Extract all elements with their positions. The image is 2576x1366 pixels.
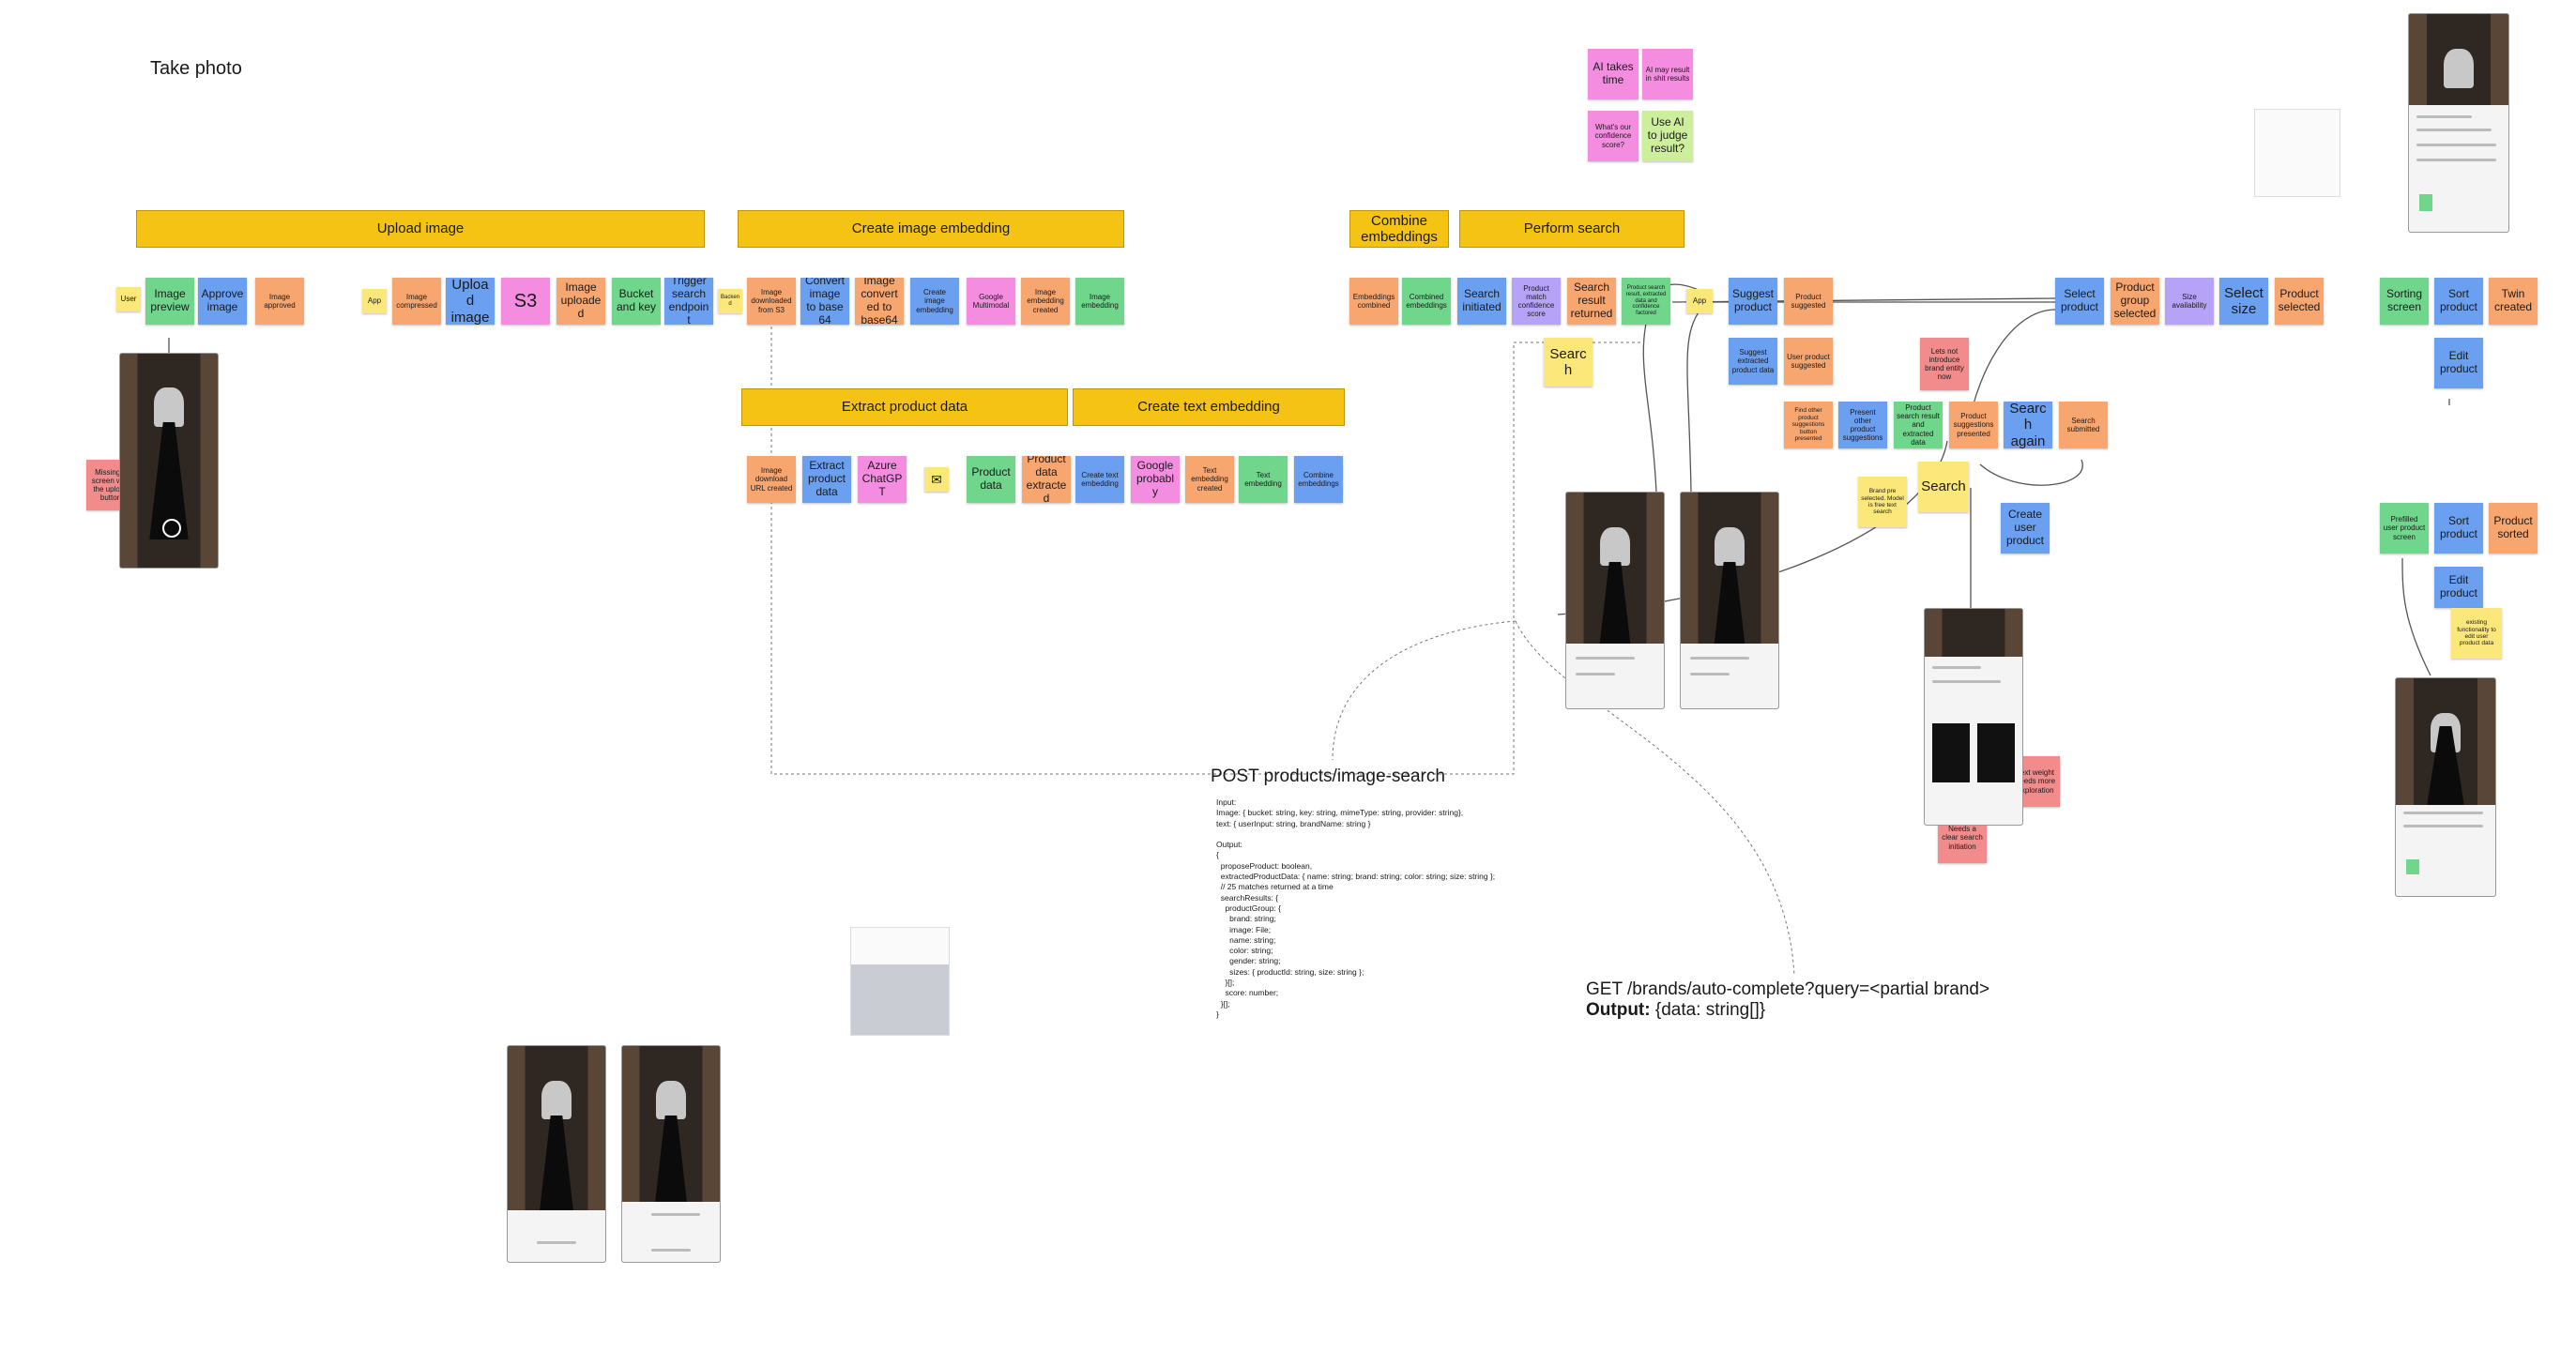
note-suggestions-presented[interactable]: Product suggestions presented bbox=[1949, 402, 1998, 448]
note-confidence-score[interactable]: What's our confidence score? bbox=[1588, 111, 1639, 161]
note-search[interactable]: Search bbox=[1544, 338, 1593, 387]
note-combine-embeddings[interactable]: Combine embeddings bbox=[1294, 456, 1343, 503]
note-upload-image[interactable]: Upload image bbox=[446, 278, 495, 325]
output-label: Output: bbox=[1586, 1000, 1651, 1020]
note-product-group-selected[interactable]: Product group selected bbox=[2111, 278, 2159, 325]
note-image-embedding[interactable]: Image embedding bbox=[1075, 278, 1124, 325]
note-prefilled-screen[interactable]: Prefilled user product screen bbox=[2380, 503, 2429, 554]
note-image-uploaded[interactable]: Image uploaded bbox=[556, 278, 605, 325]
note-create-image-embedding[interactable]: Create image embedding bbox=[910, 278, 959, 325]
phone-product-suggestions[interactable] bbox=[1924, 608, 2023, 826]
note-image-preview[interactable]: Image preview bbox=[145, 278, 194, 325]
note-google-probably[interactable]: Google probably bbox=[1131, 456, 1180, 503]
note-embedding-created[interactable]: Image embedding created bbox=[1021, 278, 1070, 325]
note-ai-shit-results[interactable]: AI may result in shit results bbox=[1642, 49, 1693, 99]
note-ai-takes-time[interactable]: AI takes time bbox=[1588, 49, 1639, 99]
note-edit-product-2[interactable]: Edit product bbox=[2434, 567, 2483, 608]
note-sorting-screen[interactable]: Sorting screen bbox=[2380, 278, 2429, 325]
note-text-embedding-created[interactable]: Text embedding created bbox=[1185, 456, 1234, 503]
note-create-user-product[interactable]: Create user product bbox=[2001, 503, 2050, 554]
dashed-to-autocomplete bbox=[1515, 620, 1795, 977]
banner-extract-product-data[interactable]: Extract product data bbox=[741, 388, 1068, 426]
banner-combine-embeddings[interactable]: Combine embeddings bbox=[1349, 210, 1449, 248]
note-trigger-search[interactable]: Trigger search endpoint bbox=[664, 278, 713, 325]
note-s3[interactable]: S3 bbox=[501, 278, 550, 325]
note-approve-image[interactable]: Approve image bbox=[198, 278, 247, 325]
note-find-other[interactable]: Find other product suggestions button pr… bbox=[1784, 402, 1833, 448]
note-twin-created[interactable]: Twin created bbox=[2489, 278, 2538, 325]
dashed-to-image-search bbox=[1332, 620, 1517, 761]
dashed-image-search-flow bbox=[770, 298, 1644, 775]
note-google-multimodal[interactable]: Google Multimodal bbox=[967, 278, 1015, 325]
banner-perform-search[interactable]: Perform search bbox=[1459, 210, 1684, 248]
output-value: {data: string[]} bbox=[1654, 1000, 1766, 1020]
note-backend[interactable]: Backend bbox=[718, 289, 742, 313]
arrow-suggest-down bbox=[1642, 301, 1657, 493]
note-product-search-result[interactable]: Product search result, extracted data an… bbox=[1622, 278, 1670, 325]
note-product-search-extracted[interactable]: Product search result and extracted data bbox=[1894, 402, 1943, 448]
note-create-text-embedding[interactable]: Create text embedding bbox=[1075, 456, 1124, 503]
api-image-search-body: Input: Image: { bucket: string, key: str… bbox=[1216, 797, 1496, 1019]
note-product-sorted[interactable]: Product sorted bbox=[2489, 503, 2538, 554]
canvas-title: Take photo bbox=[150, 58, 242, 79]
mail-icon: ✉ bbox=[924, 467, 949, 492]
note-search-2[interactable]: Search bbox=[1918, 462, 1969, 512]
note-search-submitted[interactable]: Search submitted bbox=[2059, 402, 2108, 448]
note-select-product[interactable]: Select product bbox=[2055, 278, 2104, 325]
note-size-availability[interactable]: Size availability bbox=[2165, 278, 2214, 325]
note-sort-product-2[interactable]: Sort product bbox=[2434, 503, 2483, 554]
phone-search-result-1[interactable] bbox=[1565, 492, 1665, 709]
note-product-match[interactable]: Product match confidence score bbox=[1512, 278, 1561, 325]
shutter-button[interactable] bbox=[161, 519, 181, 539]
note-not-introduce-brand[interactable]: Lets not introduce brand entity now bbox=[1920, 338, 1969, 390]
note-user[interactable]: User bbox=[116, 287, 141, 311]
note-app-search[interactable]: App bbox=[1686, 289, 1713, 313]
banner-create-text-embedding[interactable]: Create text embedding bbox=[1073, 388, 1345, 426]
note-select-size[interactable]: Select size bbox=[2219, 278, 2268, 325]
note-suggest-product[interactable]: Suggest product bbox=[1729, 278, 1777, 325]
note-text-embedding[interactable]: Text embedding bbox=[1239, 456, 1288, 503]
note-image-compressed[interactable]: Image compressed bbox=[392, 278, 441, 325]
note-app[interactable]: App bbox=[362, 289, 387, 313]
note-existing-functionality[interactable]: existing functionality to edit user prod… bbox=[2451, 608, 2502, 659]
phone-product-detail[interactable] bbox=[2408, 13, 2509, 233]
note-search-result-returned[interactable]: Search result returned bbox=[1567, 278, 1616, 325]
note-edit-product[interactable]: Edit product bbox=[2434, 338, 2483, 388]
note-embeddings-combined[interactable]: Embeddings combined bbox=[1349, 278, 1398, 325]
note-ai-judge[interactable]: Use AI to judge result? bbox=[1642, 111, 1693, 161]
note-brand-preselected[interactable]: Brand pre selected. Model is free text s… bbox=[1858, 477, 1907, 527]
banner-upload-image[interactable]: Upload image bbox=[136, 210, 705, 248]
keyboard-mockup[interactable] bbox=[850, 927, 950, 1036]
note-azure-chatgpt[interactable]: Azure ChatGPT bbox=[858, 456, 907, 503]
phone-camera-preview[interactable] bbox=[119, 353, 219, 569]
note-product-data-extracted[interactable]: Product data extracted bbox=[1022, 456, 1071, 503]
note-search-initiated[interactable]: Search initiated bbox=[1457, 278, 1506, 325]
note-converted-base64[interactable]: Image converted to base64 bbox=[855, 278, 904, 325]
note-search-again[interactable]: Search again bbox=[2004, 402, 2052, 448]
note-image-downloaded[interactable]: Image downloaded from S3 bbox=[747, 278, 796, 325]
note-suggest-extracted[interactable]: Suggest extracted product data bbox=[1729, 338, 1777, 385]
note-product-selected[interactable]: Product selected bbox=[2275, 278, 2324, 325]
note-sort-product[interactable]: Sort product bbox=[2434, 278, 2483, 325]
note-combined-embeddings[interactable]: Combined embeddings bbox=[1402, 278, 1451, 325]
api-autocomplete-title: GET /brands/auto-complete?query=<partial… bbox=[1586, 979, 1990, 999]
note-product-data[interactable]: Product data bbox=[967, 456, 1015, 503]
api-image-search-title: POST products/image-search bbox=[1211, 766, 1445, 786]
phone-prefilled-product[interactable] bbox=[2395, 677, 2496, 897]
note-image-approved[interactable]: Image approved bbox=[255, 278, 304, 325]
note-extract-product-data[interactable]: Extract product data bbox=[802, 456, 851, 503]
note-product-suggested[interactable]: Product suggested bbox=[1784, 278, 1833, 325]
api-autocomplete-output: Output: {data: string[]} bbox=[1586, 1000, 1765, 1021]
banner-create-image-embedding[interactable]: Create image embedding bbox=[738, 210, 1124, 248]
phone-upload-result[interactable] bbox=[621, 1045, 721, 1263]
note-bucket-key[interactable]: Bucket and key bbox=[612, 278, 661, 325]
note-present-other[interactable]: Present other product suggestions bbox=[1838, 402, 1887, 448]
phone-upload-loading[interactable] bbox=[507, 1045, 606, 1263]
form-mockup[interactable] bbox=[2254, 109, 2340, 197]
note-convert-base64[interactable]: Convert image to base 64 bbox=[800, 278, 849, 325]
note-image-download-url[interactable]: Image download URL created bbox=[747, 456, 796, 503]
note-user-product-suggested[interactable]: User product suggested bbox=[1784, 338, 1833, 385]
phone-search-result-2[interactable] bbox=[1680, 492, 1779, 709]
